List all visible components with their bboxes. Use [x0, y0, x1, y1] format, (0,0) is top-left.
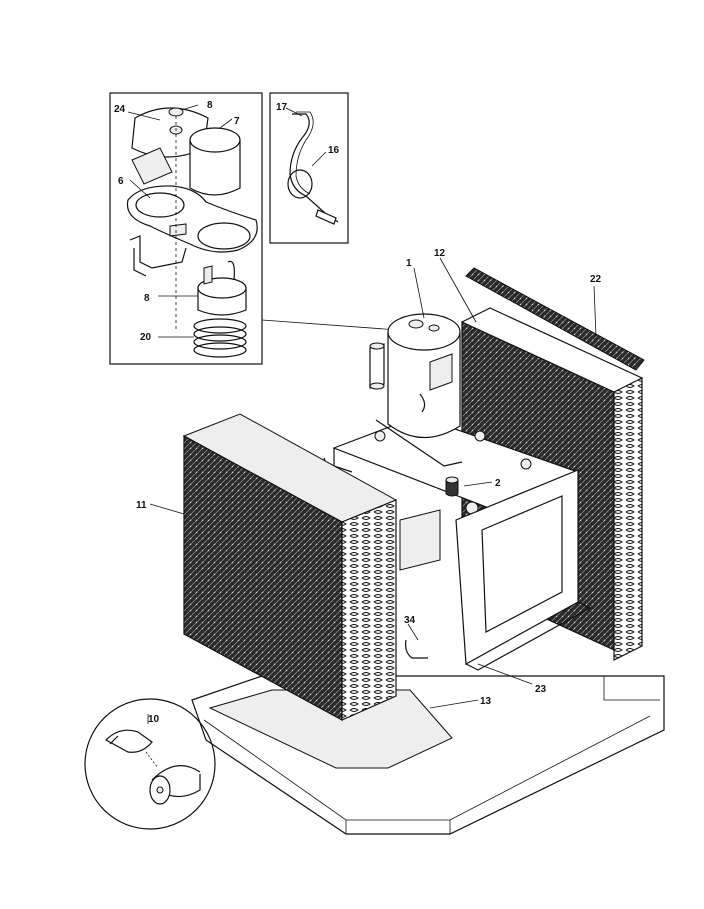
callout-10: 10 [148, 714, 160, 725]
evaporator-coil [182, 413, 398, 722]
inset-compressor-mount [109, 92, 263, 365]
inset-connector-line [261, 319, 399, 331]
grommet [445, 476, 459, 497]
gasket-strip [465, 267, 645, 371]
callout-34: 34 [404, 615, 416, 626]
callout-23: 23 [535, 684, 547, 695]
callout-13: 13 [480, 696, 492, 707]
callout-12: 12 [434, 248, 446, 259]
base-pan [191, 675, 665, 835]
callout-11: 11 [136, 500, 147, 511]
callout-20: 20 [140, 332, 152, 343]
drain-hose [405, 639, 428, 659]
callout-8-bottom: 8 [144, 293, 150, 304]
callout-22: 22 [590, 274, 602, 285]
callout-17: 17 [276, 102, 288, 113]
front-frame [399, 469, 592, 671]
detail-circle [84, 698, 216, 830]
callout-1: 1 [406, 258, 412, 269]
leader-lines [147, 257, 597, 724]
callout-7: 7 [234, 116, 240, 127]
compressor [369, 313, 463, 467]
callout-2: 2 [495, 478, 501, 489]
callout-24: 24 [114, 104, 126, 115]
callout-16: 16 [328, 145, 340, 156]
callout-6: 6 [118, 176, 124, 187]
callout-8-top: 8 [207, 100, 213, 111]
callout-labels: 24 8 7 6 8 20 17 16 1 12 22 11 2 34 23 1… [114, 100, 602, 725]
inset-capillary-tube [269, 92, 349, 244]
